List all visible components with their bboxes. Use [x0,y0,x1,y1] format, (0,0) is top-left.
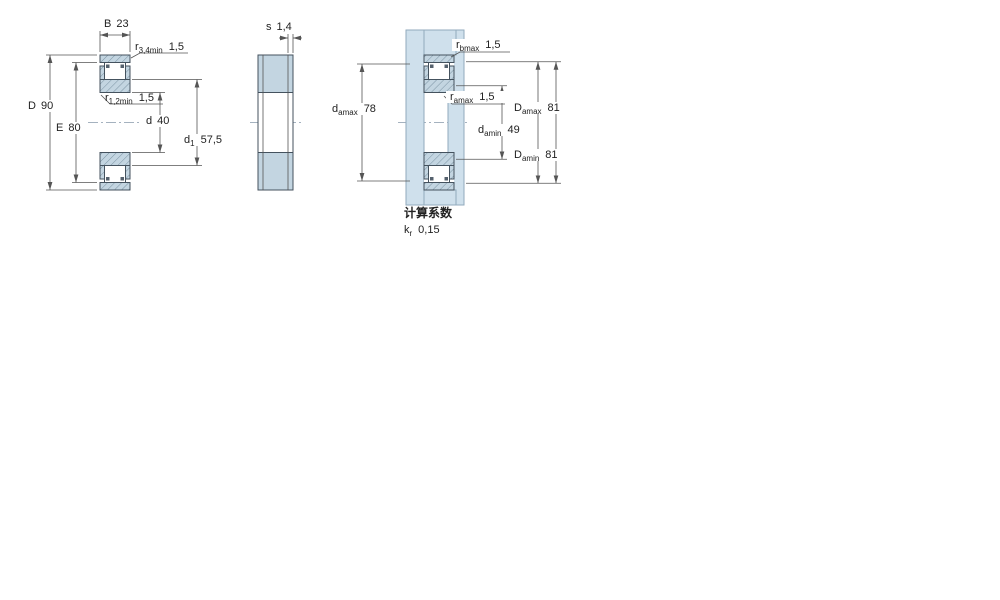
outer-ring-top [423,54,455,63]
housing-top [423,29,457,56]
inner-ring-bottom [99,152,131,166]
outer-ring-bottom [423,182,455,191]
roller-bottom [104,165,126,183]
cage-section [430,64,434,68]
cage-section [106,64,110,68]
cage-section [444,64,448,68]
inner-ring-flange [125,165,131,180]
roller-top [428,62,450,80]
side-ring-bottom [257,152,294,191]
inner-ring-top [99,79,131,93]
cage-section [120,64,124,68]
calc-heading: 计算系数 [404,205,453,220]
inner-ring-flange [99,165,105,180]
inner-ring-flange [99,65,105,80]
cage-section [444,177,448,181]
housing-bottom [423,189,457,206]
shaft-shoulder-wall [405,29,425,206]
inner-ring-bottom [423,152,455,166]
inner-ring-flange [423,65,429,80]
side-bore [257,92,294,153]
roller-top [104,62,126,80]
outer-ring-bottom [99,182,131,191]
inner-ring-flange [449,165,455,180]
inner-ring-flange [125,65,131,80]
inner-ring-flange [423,165,429,180]
cage-section [430,177,434,181]
cage-section [106,177,110,181]
inner-ring-flange [449,65,455,80]
roller-bottom [428,165,450,183]
outer-ring-top [99,54,131,63]
cage-section [120,177,124,181]
side-ring-top [257,54,294,93]
